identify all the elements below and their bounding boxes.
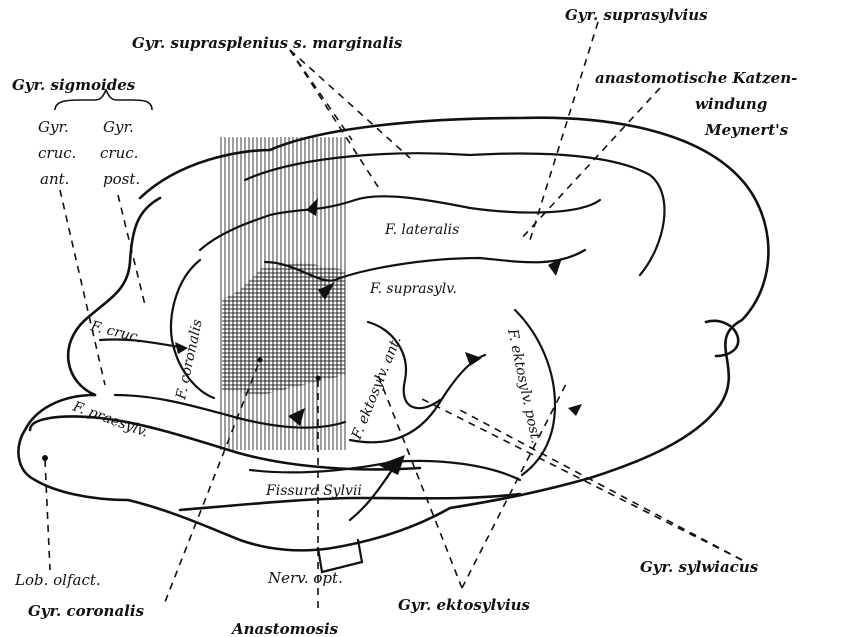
leader-anastomotische: [520, 88, 660, 240]
label-gyr-suprasylvius: Gyr. suprasylvius: [565, 6, 708, 24]
label-f-suprasylv: F. suprasylv.: [369, 281, 457, 297]
label-gyr-sigmoides: Gyr. sigmoides: [12, 76, 136, 94]
label-f-praesylv: F. praesylv.: [70, 398, 151, 440]
label-gyr-cruc-post-1: Gyr.: [103, 118, 134, 136]
leader-suprasylvius: [530, 22, 598, 240]
sulcus-junction-4: [465, 352, 482, 366]
label-gyr-cruc-ant-3: ant.: [40, 170, 69, 188]
leader-suprasplenius-3: [290, 50, 352, 140]
leader-gyr-sylviacus-1: [420, 398, 742, 560]
label-f-eklosylv-post: F. ektosylv. post.: [504, 327, 544, 445]
label-anastomotische-2: windung: [695, 95, 767, 113]
dot-anastomosis: [316, 376, 321, 381]
sulcus-junction-8: [568, 404, 582, 416]
dot-coronalis: [258, 358, 263, 363]
label-gyr-cruc-post-2: cruc.: [100, 144, 138, 162]
optic-nerve: [318, 540, 362, 572]
label-fissura-sylvii: Fissura Sylvii: [265, 483, 362, 499]
label-gyr-cruc-ant-2: cruc.: [38, 144, 76, 162]
frontal-outline: [68, 198, 160, 395]
label-gyr-suprasplenius: Gyr. suprasplenius s. marginalis: [132, 34, 403, 52]
leader-gyr-cruc-ant: [60, 190, 105, 385]
leader-gyr-cruc-post: [118, 195, 145, 305]
leader-lob-olfact: [45, 460, 50, 570]
label-gyr-ektosylvius: Gyr. ektosylvius: [398, 596, 531, 614]
label-f-eklosylv-ant: F. ektosylv. ant.: [348, 334, 404, 442]
label-lob-olfact: Lob. olfact.: [14, 571, 101, 589]
label-anastomosis: Anastomosis: [230, 620, 339, 637]
label-gyr-cruc-ant-1: Gyr.: [38, 118, 69, 136]
label-anastomotische-3: Meynert's: [704, 121, 789, 139]
leader-gyr-ektosylvius-1: [378, 375, 462, 588]
label-gyr-coronalis: Gyr. coronalis: [28, 602, 145, 620]
label-f-lateralis: F. lateralis: [384, 222, 459, 238]
label-gyr-cruc-post-3: post.: [103, 170, 140, 188]
label-f-cruc: F. cruc.: [88, 318, 144, 346]
leader-gyr-ektosylvius-2: [462, 380, 568, 588]
label-nerv-opt: Nerv. opt.: [267, 569, 343, 587]
label-gyr-sylviacus: Gyr. sylwiacus: [640, 558, 759, 576]
leader-gyr-sylviacus-2: [460, 410, 742, 560]
label-anastomotische-1: anastomotische Katzen-: [595, 69, 797, 87]
